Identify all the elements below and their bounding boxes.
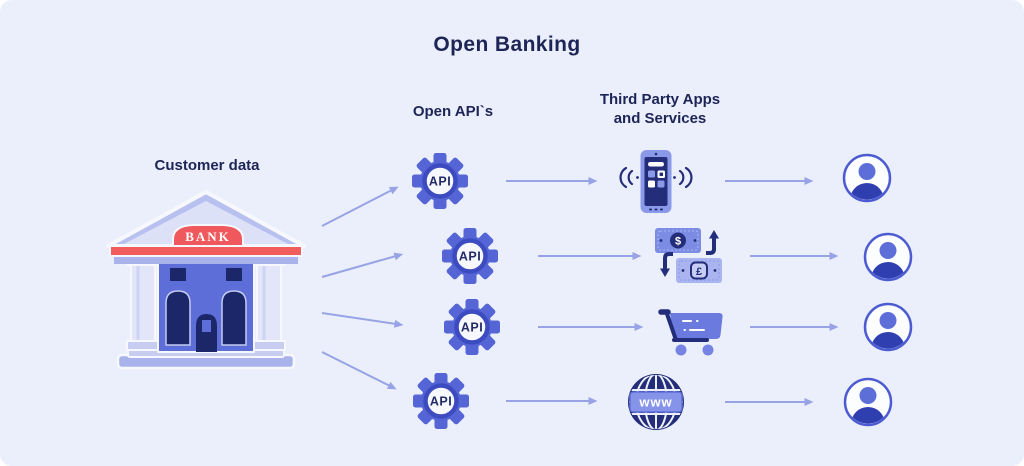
api-gear-icon-1: API	[412, 153, 468, 209]
bank-window-arch-left	[165, 290, 191, 346]
arrow-bank-to-api-1	[321, 186, 399, 227]
api-gear-icon-4: API	[413, 373, 469, 429]
customer-data-label: Customer data	[154, 157, 260, 174]
bank-architrave	[114, 256, 298, 264]
bank-left-column	[126, 255, 160, 351]
user-icon-1	[842, 153, 892, 203]
third-party-label: Third Party Apps and Services	[584, 90, 736, 128]
bank-window-square-right	[226, 268, 242, 281]
pound-symbol: £	[696, 266, 702, 278]
api-gear-icon-3: API	[444, 299, 500, 355]
signal-waves-icon	[619, 166, 693, 189]
currency-exchange-icon: $ £	[655, 228, 722, 283]
bank-red-band	[109, 245, 303, 257]
api-gear-label: API	[459, 250, 481, 264]
open-apis-label: Open API`s	[412, 103, 494, 120]
third-party-label-line2: and Services	[613, 110, 707, 127]
api-gear-label: API	[461, 321, 483, 335]
smartphone-app-icon	[619, 150, 693, 213]
exchange-arrows-icon	[660, 230, 719, 277]
dollar-symbol: $	[675, 236, 681, 248]
bank-right-column	[252, 255, 286, 351]
user-icon-4	[843, 377, 893, 427]
bank-window-square-left	[170, 268, 186, 281]
bank-door-window	[202, 320, 211, 332]
third-party-label-line1: Third Party Apps	[599, 91, 721, 108]
shopping-cart-icon	[658, 309, 723, 356]
api-gear-label: API	[430, 395, 452, 409]
arrow-bank-to-api-3	[321, 312, 404, 328]
www-globe-icon: www	[628, 374, 684, 430]
bank-sign	[172, 224, 244, 247]
diagram-title: Open Banking	[433, 33, 581, 56]
user-icon-3	[863, 302, 913, 352]
flow-arrows	[321, 177, 839, 406]
bank-sign-text: BANK	[185, 229, 231, 244]
user-icon-2	[863, 232, 913, 282]
api-gear-icon-2: API	[442, 228, 498, 284]
bank-pediment-inner	[124, 201, 288, 244]
arrow-bank-to-api-2	[321, 252, 404, 278]
bank-door	[196, 314, 217, 352]
api-gear-label: API	[429, 175, 451, 189]
arrow-bank-to-api-4	[321, 351, 397, 390]
bank-window-arch-right	[221, 290, 247, 346]
globe-banner-text: www	[638, 395, 672, 410]
bank-building-icon: BANK	[106, 190, 306, 370]
